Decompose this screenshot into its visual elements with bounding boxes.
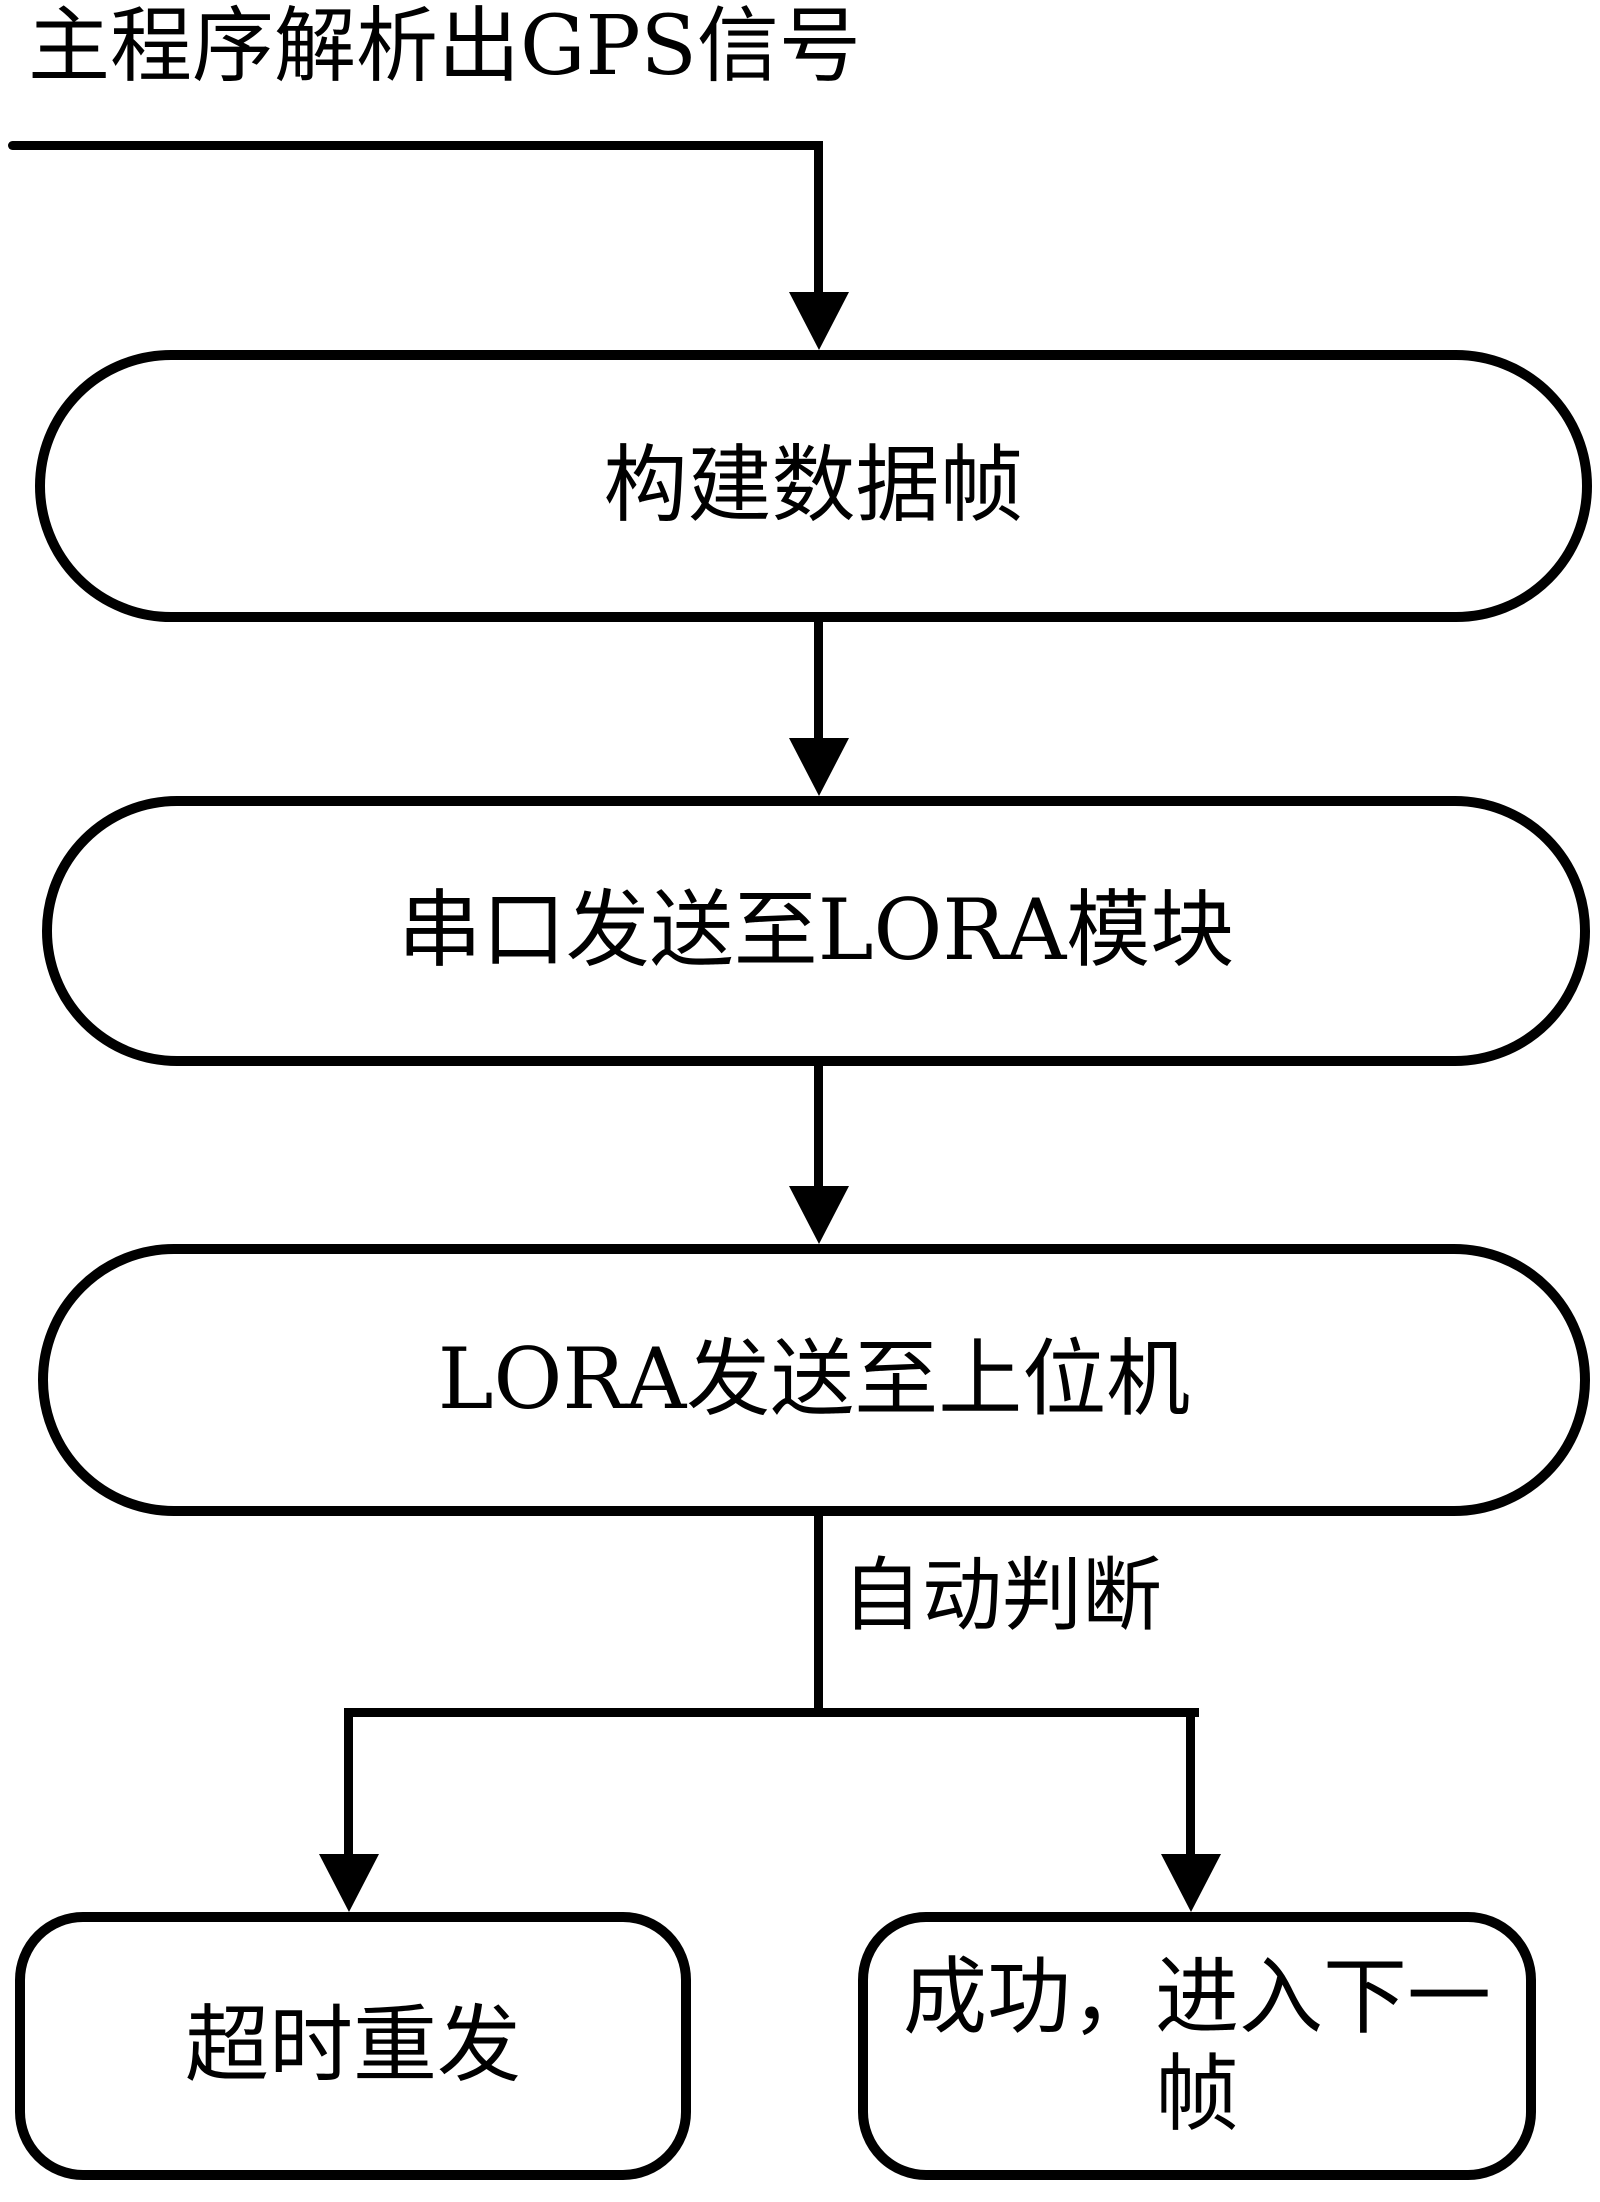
branch-edge-label: 自动判断 bbox=[842, 1549, 1162, 1642]
node-success-next-frame-label-line2: 帧 bbox=[1154, 2045, 1239, 2143]
branch-right-line bbox=[1186, 1708, 1195, 1856]
node-success-next-frame: 成功，进入下一 帧 bbox=[858, 1912, 1536, 2180]
node-build-frame: 构建数据帧 bbox=[35, 350, 1592, 622]
diagram-title: 主程序解析出GPS信号 bbox=[28, 0, 861, 94]
connector-source-vertical-line bbox=[814, 141, 823, 294]
arrow-down-icon bbox=[789, 738, 849, 796]
branch-horizontal-line bbox=[344, 1708, 1199, 1717]
node-serial-to-lora-label: 串口发送至LORA模块 bbox=[397, 881, 1235, 980]
arrow-down-icon bbox=[789, 1186, 849, 1244]
branch-stem-line bbox=[814, 1514, 823, 1717]
connector-source-horizontal-line bbox=[8, 141, 823, 150]
node-success-next-frame-label-line1: 成功，进入下一 bbox=[902, 1947, 1491, 2046]
node-timeout-resend-label: 超时重发 bbox=[184, 1996, 521, 2095]
node-lora-to-host: LORA发送至上位机 bbox=[38, 1244, 1590, 1516]
node-serial-to-lora: 串口发送至LORA模块 bbox=[42, 796, 1590, 1066]
node-timeout-resend: 超时重发 bbox=[15, 1912, 691, 2180]
connector-2-3-line bbox=[814, 1064, 823, 1188]
branch-left-line bbox=[344, 1708, 353, 1856]
arrow-down-icon bbox=[319, 1854, 379, 1912]
connector-1-2-line bbox=[814, 620, 823, 740]
arrow-down-icon bbox=[789, 292, 849, 350]
node-lora-to-host-label: LORA发送至上位机 bbox=[437, 1330, 1191, 1429]
arrow-down-icon bbox=[1161, 1854, 1221, 1912]
node-build-frame-label: 构建数据帧 bbox=[603, 436, 1024, 535]
